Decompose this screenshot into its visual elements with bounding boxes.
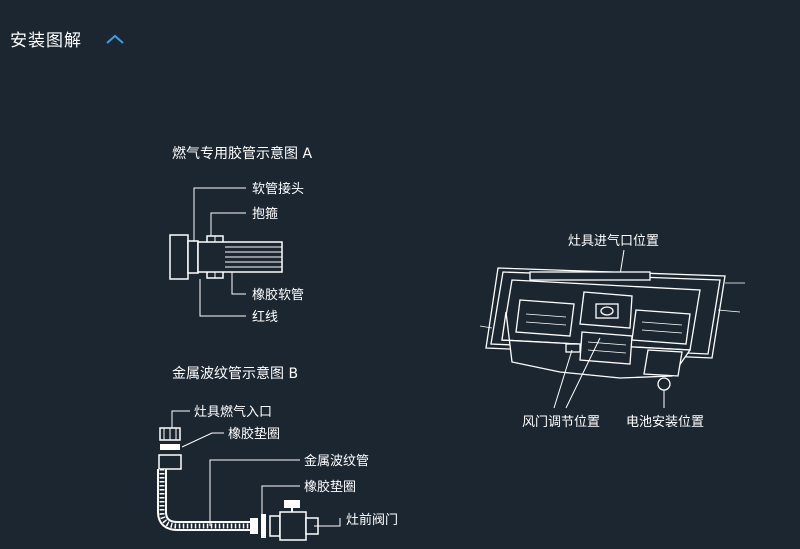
label-clamp: 抱箍 — [252, 206, 278, 222]
diagram-b-title: 金属波纹管示意图 B — [172, 365, 298, 382]
label-metal-corrugated-tube: 金属波纹管 — [304, 453, 369, 469]
chevron-up-icon — [106, 34, 124, 44]
hose-diagram-a: 燃气专用胶管示意图 A 软管接头 抱箍 橡胶软管 红线 — [169, 145, 312, 325]
stove-underside-diagram: 灶具进气口位置 — [479, 233, 745, 430]
label-red-line: 红线 — [252, 309, 278, 325]
label-stove-gas-inlet: 灶具燃气入口 — [194, 404, 272, 420]
label-air-damper-position: 风门调节位置 — [522, 415, 600, 430]
diagram-a-title: 燃气专用胶管示意图 A — [172, 145, 312, 162]
label-gas-inlet-position: 灶具进气口位置 — [568, 233, 659, 249]
collapse-toggle[interactable] — [104, 31, 126, 47]
label-battery-position: 电池安装位置 — [626, 415, 704, 430]
label-stove-front-valve: 灶前阀门 — [346, 512, 398, 528]
section-title: 安装图解 — [10, 31, 82, 51]
label-rubber-gasket-1: 橡胶垫圈 — [228, 426, 280, 442]
label-rubber-hose: 橡胶软管 — [252, 287, 304, 303]
hose-diagram-b: 金属波纹管示意图 B 灶具燃气入口 橡胶垫圈 — [157, 365, 398, 541]
section-header: 安装图解 — [10, 26, 126, 51]
label-rubber-gasket-2: 橡胶垫圈 — [304, 479, 356, 495]
label-hose-connector: 软管接头 — [252, 181, 304, 197]
